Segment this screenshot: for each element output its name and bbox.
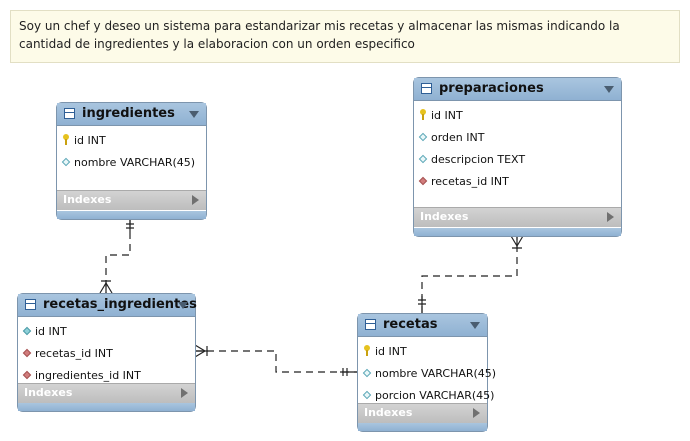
collapse-arrow-icon[interactable] bbox=[604, 86, 614, 93]
column-label: orden INT bbox=[431, 131, 485, 144]
column-row[interactable]: nombre VARCHAR(45) bbox=[358, 363, 496, 385]
collapse-arrow-icon[interactable] bbox=[178, 302, 188, 309]
table-footer bbox=[414, 228, 621, 236]
column-row[interactable]: porcion VARCHAR(45) bbox=[358, 385, 494, 407]
rel-recetas-recetas-ingredientes bbox=[195, 350, 357, 373]
primary-key-icon bbox=[63, 134, 69, 145]
table-footer bbox=[18, 403, 195, 411]
indexes-label: Indexes bbox=[420, 210, 469, 223]
expand-arrow-icon[interactable] bbox=[473, 408, 480, 418]
table-title: recetas bbox=[383, 317, 438, 332]
indexes-section[interactable]: Indexes bbox=[18, 383, 195, 403]
foreign-key-icon bbox=[22, 370, 32, 380]
many-mark-preparaciones bbox=[510, 235, 524, 249]
primary-key-icon bbox=[420, 109, 426, 120]
column-row[interactable]: recetas_id INT bbox=[414, 171, 621, 193]
column-diamond-icon bbox=[61, 157, 71, 167]
column-label: id INT bbox=[35, 325, 67, 338]
column-row[interactable]: nombre VARCHAR(45) bbox=[57, 152, 206, 174]
many-mark-recetas-ingredientes-right bbox=[194, 344, 208, 358]
column-label: id INT bbox=[74, 134, 106, 147]
column-label: nombre VARCHAR(45) bbox=[375, 367, 497, 380]
column-row[interactable]: orden INT bbox=[414, 127, 621, 149]
column-label: id INT bbox=[431, 109, 463, 122]
column-diamond-icon bbox=[362, 368, 372, 378]
one-mark-recetas-left bbox=[340, 368, 357, 376]
column-row[interactable]: id INT bbox=[57, 130, 206, 152]
table-header-preparaciones[interactable]: preparaciones bbox=[414, 78, 621, 101]
description-note: Soy un chef y deseo un sistema para esta… bbox=[10, 10, 680, 63]
table-icon bbox=[25, 299, 36, 310]
column-row[interactable]: ingredientes_id INT bbox=[18, 365, 195, 387]
table-title: recetas_ingredientes bbox=[43, 297, 197, 312]
column-row[interactable]: id INT bbox=[18, 321, 195, 343]
expand-arrow-icon[interactable] bbox=[181, 388, 188, 398]
indexes-label: Indexes bbox=[364, 406, 413, 419]
indexes-section[interactable]: Indexes bbox=[414, 207, 621, 227]
collapse-arrow-icon[interactable] bbox=[470, 322, 480, 329]
primary-key-icon bbox=[364, 345, 370, 356]
column-label: descripcion TEXT bbox=[431, 153, 526, 166]
table-recetas-ingredientes[interactable]: recetas_ingredientes id INT recetas_id I… bbox=[17, 293, 197, 412]
table-icon bbox=[64, 108, 75, 119]
column-label: recetas_id INT bbox=[35, 347, 113, 360]
rel-recetas-preparaciones bbox=[421, 236, 518, 313]
column-row[interactable]: recetas_id INT bbox=[18, 343, 195, 365]
foreign-key-icon bbox=[22, 348, 32, 358]
table-preparaciones[interactable]: preparaciones id INT orden INT descripci… bbox=[413, 77, 622, 237]
expand-arrow-icon[interactable] bbox=[607, 212, 614, 222]
column-label: ingredientes_id INT bbox=[35, 369, 141, 382]
table-header-recetas-ingredientes[interactable]: recetas_ingredientes bbox=[18, 294, 197, 317]
table-icon bbox=[365, 319, 376, 330]
column-label: porcion VARCHAR(45) bbox=[375, 389, 495, 402]
many-mark-recetas-ingredientes-top bbox=[99, 280, 113, 294]
one-mark-recetas-top bbox=[418, 296, 426, 313]
table-footer bbox=[57, 211, 206, 219]
indexes-label: Indexes bbox=[24, 386, 73, 399]
table-icon bbox=[421, 83, 432, 94]
table-footer bbox=[358, 423, 487, 431]
column-label: id INT bbox=[375, 345, 407, 358]
column-label: recetas_id INT bbox=[431, 175, 509, 188]
table-header-ingredientes[interactable]: ingredientes bbox=[57, 103, 206, 126]
column-diamond-icon bbox=[22, 326, 32, 336]
column-diamond-icon bbox=[418, 132, 428, 142]
table-title: preparaciones bbox=[439, 81, 544, 96]
expand-arrow-icon[interactable] bbox=[192, 195, 199, 205]
foreign-key-icon bbox=[418, 176, 428, 186]
column-diamond-icon bbox=[418, 154, 428, 164]
column-label: nombre VARCHAR(45) bbox=[74, 156, 196, 169]
collapse-arrow-icon[interactable] bbox=[189, 111, 199, 118]
table-title: ingredientes bbox=[82, 106, 175, 121]
table-ingredientes[interactable]: ingredientes id INT nombre VARCHAR(45) I… bbox=[56, 102, 207, 220]
column-diamond-icon bbox=[362, 390, 372, 400]
column-row[interactable]: descripcion TEXT bbox=[414, 149, 621, 171]
table-recetas[interactable]: recetas id INT nombre VARCHAR(45) porcio… bbox=[357, 313, 496, 432]
indexes-section[interactable]: Indexes bbox=[57, 190, 206, 210]
column-row[interactable]: id INT bbox=[358, 341, 487, 363]
indexes-section[interactable]: Indexes bbox=[358, 403, 487, 423]
rel-ingredientes-recetas-ingredientes bbox=[105, 220, 131, 293]
table-header-recetas[interactable]: recetas bbox=[358, 314, 487, 337]
note-text: Soy un chef y deseo un sistema para esta… bbox=[19, 19, 620, 51]
column-row[interactable]: id INT bbox=[414, 105, 621, 127]
indexes-label: Indexes bbox=[63, 193, 112, 206]
one-mark-ingredientes bbox=[126, 220, 134, 232]
